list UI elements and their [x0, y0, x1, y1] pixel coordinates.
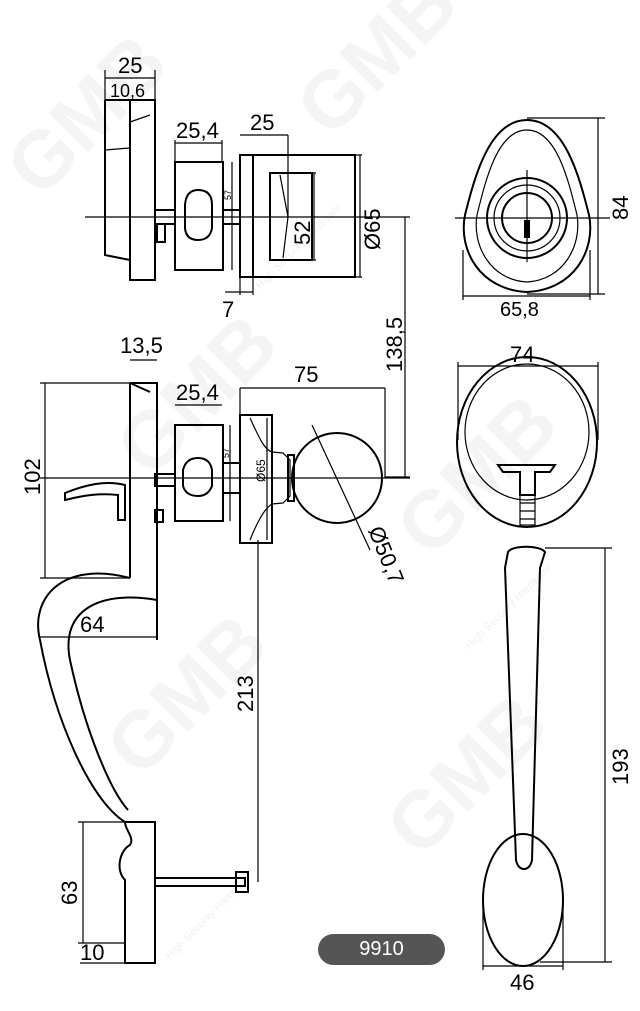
svg-text:GMB: GMB — [279, 0, 474, 152]
svg-text:GMB: GMB — [0, 17, 184, 212]
svg-text:52: 52 — [290, 221, 315, 245]
svg-text:25,4: 25,4 — [176, 380, 219, 405]
svg-text:74: 74 — [510, 342, 534, 367]
svg-text:10,6: 10,6 — [110, 81, 145, 101]
svg-text:25,4: 25,4 — [176, 118, 219, 143]
svg-text:46: 46 — [510, 970, 534, 995]
svg-text:213: 213 — [233, 675, 258, 712]
svg-text:7: 7 — [222, 297, 234, 322]
svg-text:High Security Hardware: High Security Hardware — [254, 202, 345, 293]
svg-text:57: 57 — [221, 448, 231, 458]
model-number-badge: 9910 — [318, 934, 445, 965]
watermark: GMB GMB GMB GMB GMB GMB High Security Ha… — [0, 0, 574, 962]
center-distance-dimension: 138,5 — [382, 217, 410, 478]
svg-text:10: 10 — [80, 940, 104, 965]
svg-text:13,5: 13,5 — [120, 333, 163, 358]
handleset-front-view: 74 193 46 — [456, 342, 633, 995]
handleset-side-view: 13,5 102 25,4 57 75 Ø65 Ø50,7 64 213 63 … — [20, 333, 410, 965]
svg-text:63: 63 — [57, 881, 82, 905]
svg-text:75: 75 — [294, 362, 318, 387]
deadbolt-side-view: 25 10,6 25,4 57 25 Ø65 52 7 — [85, 53, 410, 322]
svg-text:84: 84 — [608, 196, 633, 220]
svg-text:Ø65: Ø65 — [360, 208, 385, 250]
svg-text:GMB: GMB — [379, 377, 574, 572]
svg-text:25: 25 — [250, 110, 274, 135]
svg-text:64: 64 — [80, 612, 104, 637]
deadbolt-front-view: 84 65,8 — [455, 117, 633, 321]
svg-text:25: 25 — [118, 53, 142, 78]
svg-text:57: 57 — [223, 190, 233, 200]
svg-text:65,8: 65,8 — [500, 299, 539, 321]
svg-text:138,5: 138,5 — [382, 317, 407, 372]
svg-text:193: 193 — [608, 748, 633, 785]
svg-text:102: 102 — [20, 458, 45, 495]
svg-text:Ø65: Ø65 — [254, 459, 268, 482]
